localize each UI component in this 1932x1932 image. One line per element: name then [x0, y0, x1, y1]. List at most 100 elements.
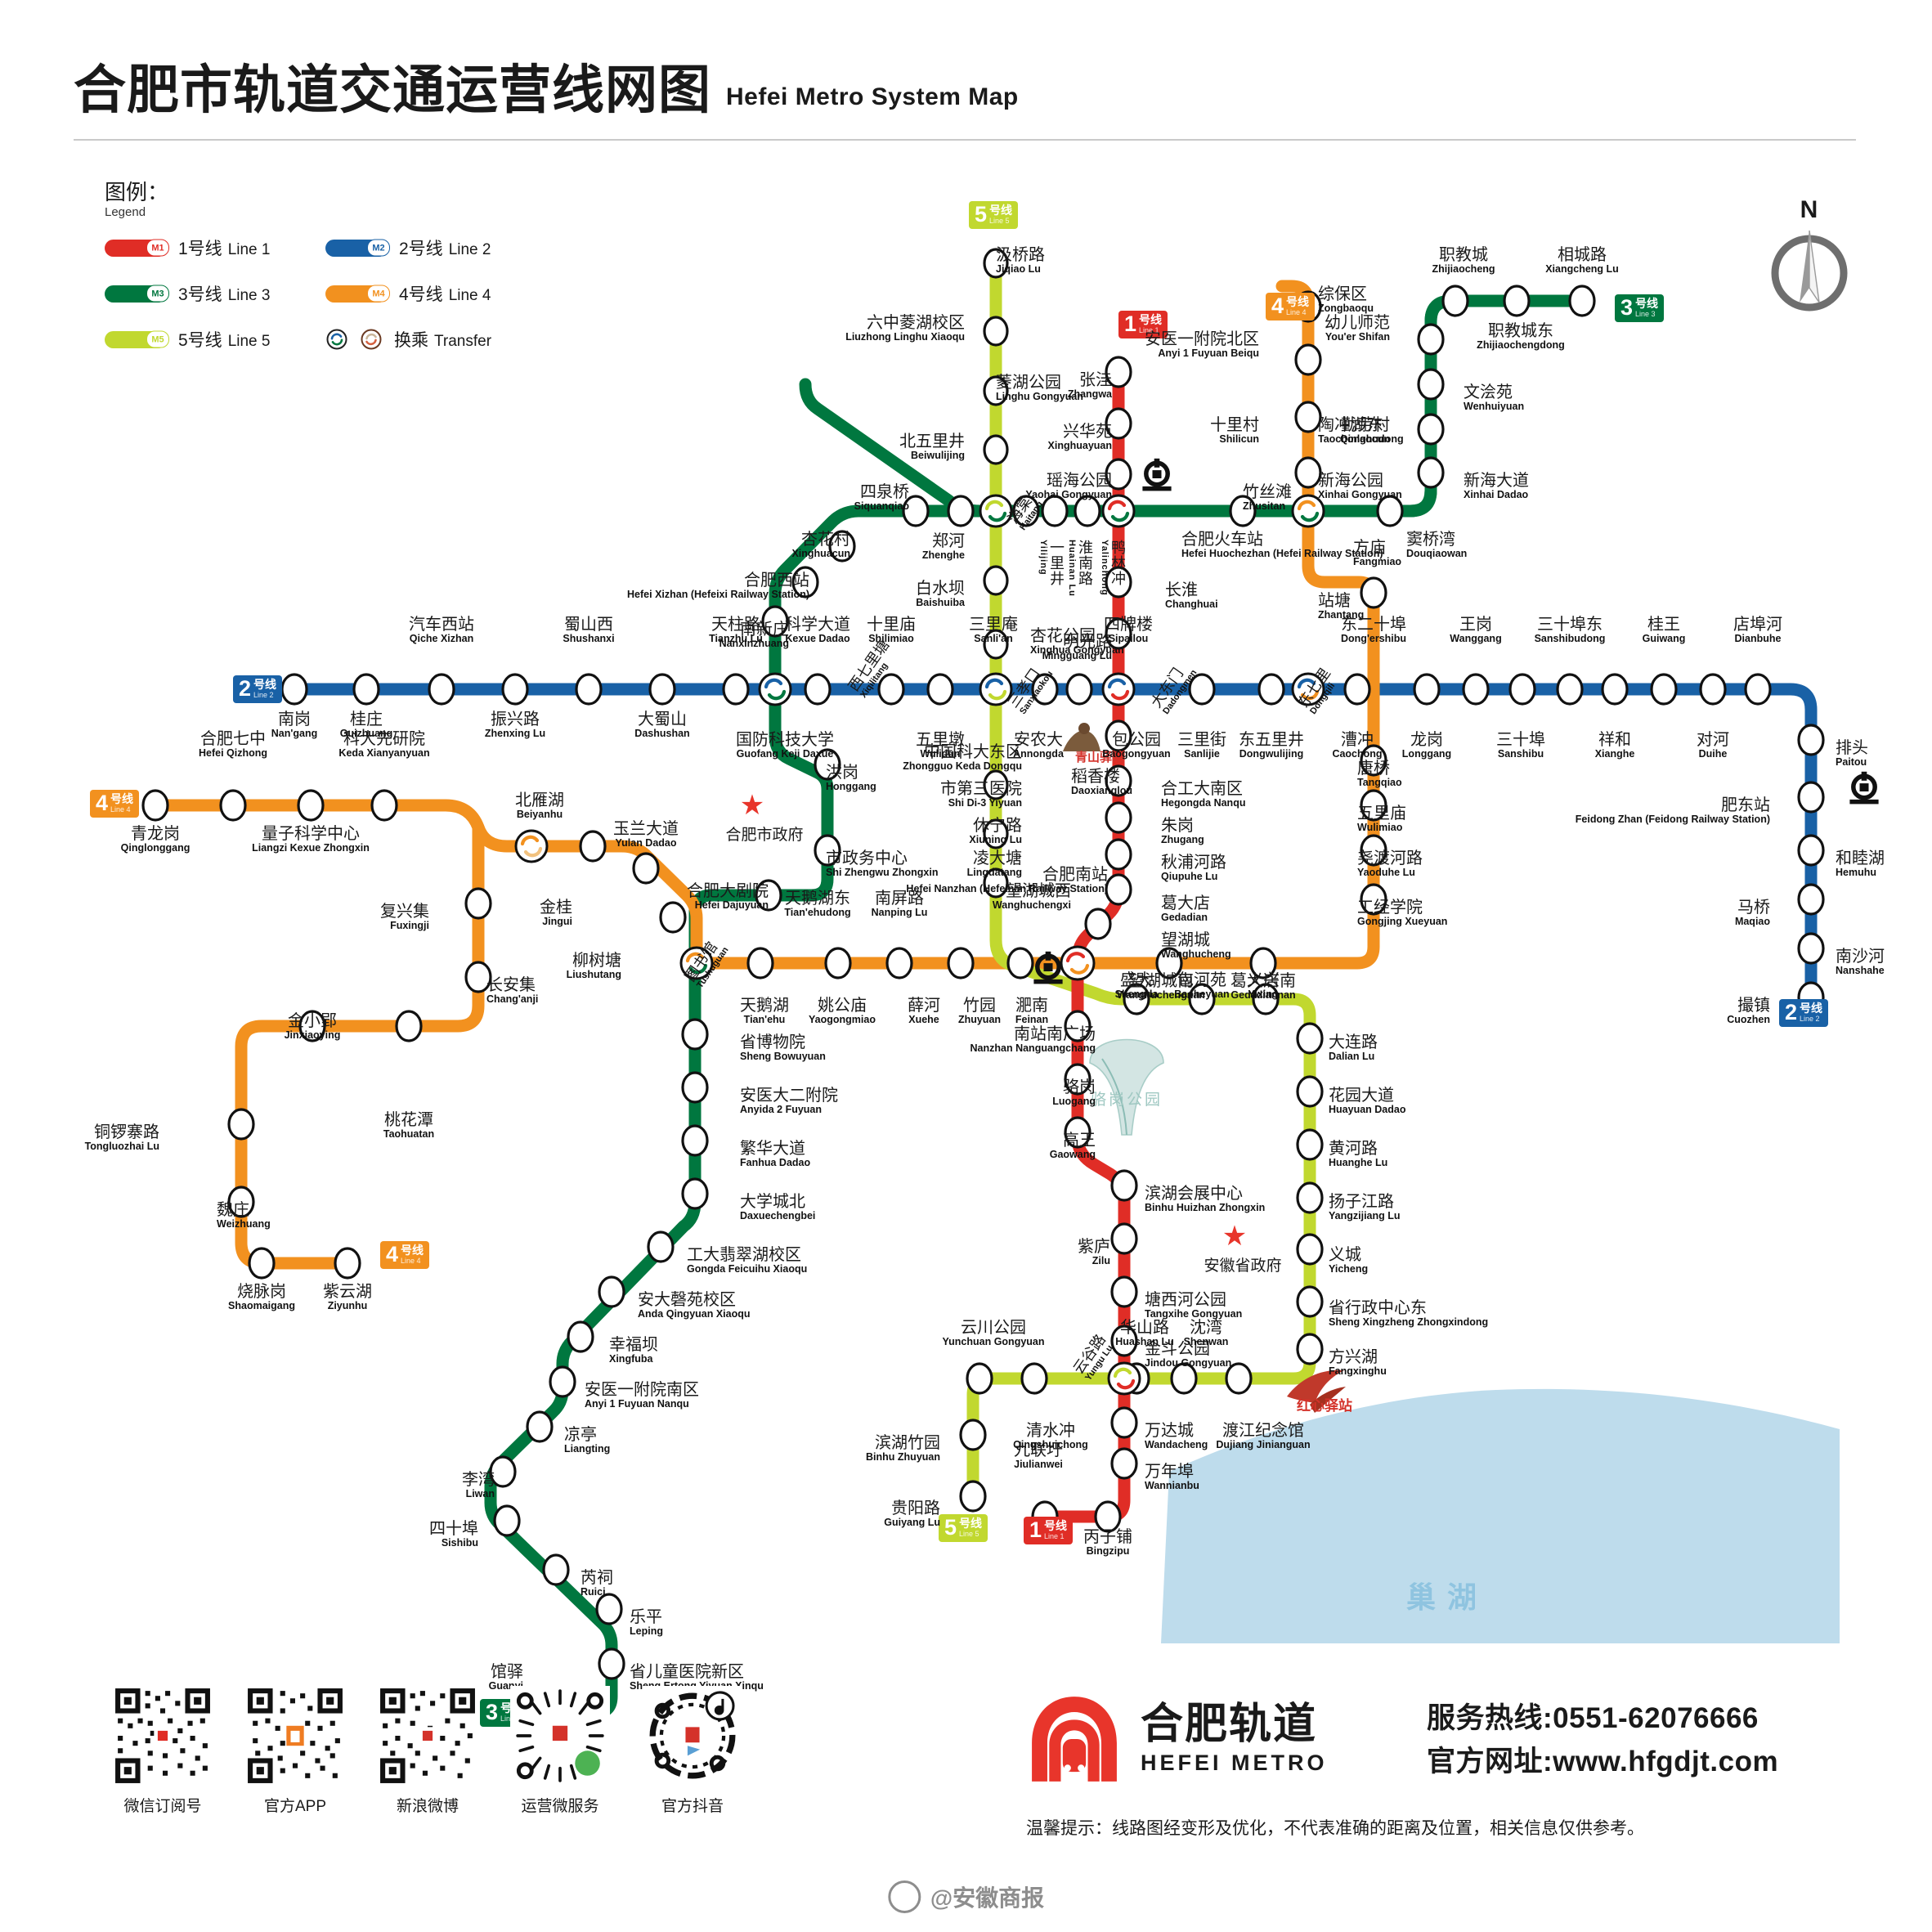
transfer-icon-hefei-railway[interactable] — [1101, 494, 1136, 528]
transfer-icon-dadongmen[interactable] — [1101, 672, 1136, 706]
qr-item-app[interactable]: 官方APP — [245, 1686, 345, 1816]
transfer-icon-fangmiao[interactable] — [1291, 494, 1325, 528]
transfer-icon-tushuguan[interactable] — [679, 946, 714, 980]
qr-item-wechat[interactable]: 微信订阅号 — [113, 1686, 213, 1816]
transfer-icon-xiqilitang[interactable] — [758, 672, 792, 706]
transfer-icon-yungu-lu[interactable] — [1107, 1361, 1141, 1396]
transfer-icon-dongqili[interactable] — [1291, 672, 1325, 706]
transfer-icon-sanxiaokou[interactable] — [979, 672, 1013, 706]
qr-item-weibo[interactable]: 新浪微博 — [378, 1686, 477, 1816]
